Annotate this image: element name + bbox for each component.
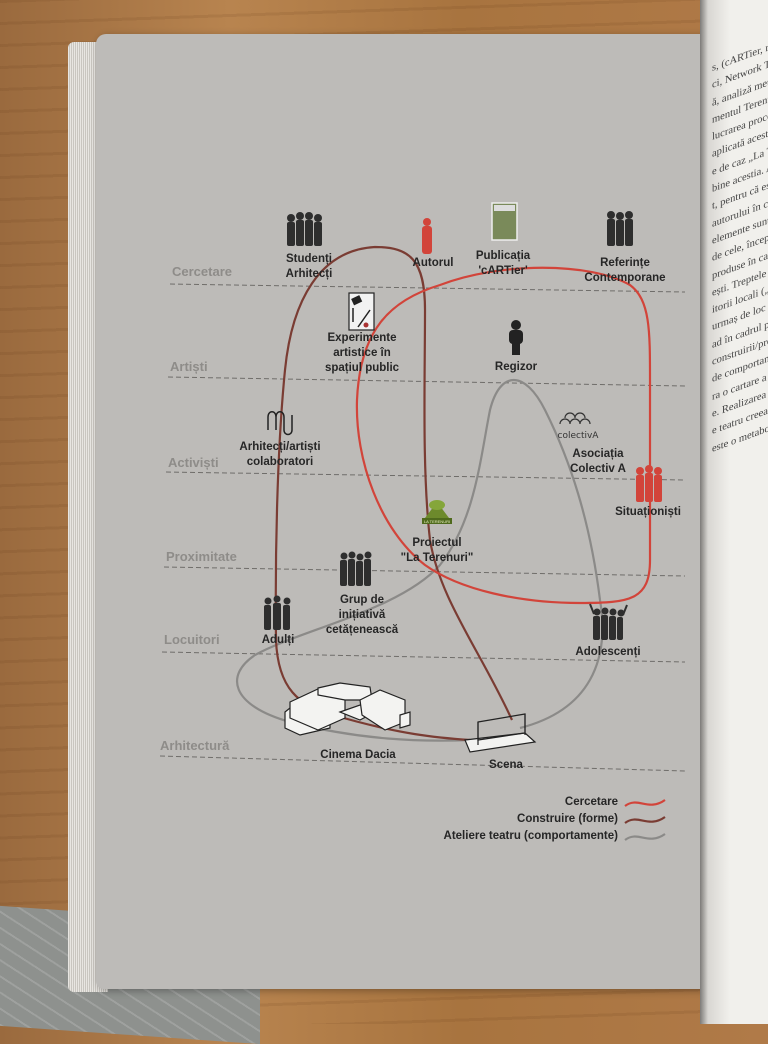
level-label-arhitectura: Arhitectură bbox=[160, 738, 230, 753]
level-label-cercetare: Cercetare bbox=[172, 264, 232, 279]
node-regizor: Regizor bbox=[494, 361, 538, 373]
adolescenti-people-icon bbox=[589, 603, 628, 640]
book-page bbox=[96, 34, 706, 989]
cercetare-path bbox=[355, 266, 652, 605]
grup-people-icon bbox=[340, 551, 372, 586]
scena-stage-icon bbox=[464, 713, 537, 753]
autorul-person-icon bbox=[422, 218, 432, 254]
level-label-locuitori: Locuitori bbox=[164, 632, 220, 647]
legend-ateliere-teatru: Ateliere teatru (comportamente) bbox=[443, 830, 618, 842]
construire-path bbox=[274, 245, 514, 742]
level-label-artisti: Artiști bbox=[170, 359, 208, 374]
level-label-activisti: Activiști bbox=[168, 455, 219, 470]
node-proiectul-la-terenuri: Proiectul"La Terenuri" bbox=[400, 537, 474, 564]
la-terenuri-logo-text: LA TERENURI bbox=[424, 519, 450, 524]
la-terenuri-logo-icon bbox=[422, 500, 452, 524]
experimente-sign-icon bbox=[348, 292, 375, 331]
referinte-people-icon bbox=[607, 211, 633, 246]
colectiva-logo-text: colectivA bbox=[558, 431, 600, 441]
cinema-dacia-building-icon bbox=[284, 682, 411, 736]
regizor-person-icon bbox=[509, 320, 523, 355]
colectiva-logo-icon bbox=[559, 412, 591, 425]
situationisti-people-icon bbox=[636, 465, 662, 502]
ateliere-teatru-path bbox=[236, 379, 604, 742]
legend-swatch-ateliere bbox=[624, 833, 666, 841]
node-adulti: Adulți bbox=[261, 634, 295, 646]
legend-swatch-cercetare bbox=[624, 799, 666, 807]
node-scena: Scena bbox=[489, 759, 523, 771]
publicatia-cover-icon bbox=[491, 202, 518, 241]
arhitecti-logo-icon bbox=[267, 411, 293, 436]
node-publicatia-cartier: Publicația'cARTier' bbox=[475, 250, 531, 277]
facing-page bbox=[700, 0, 768, 1024]
studenti-people-icon bbox=[287, 212, 322, 246]
level-label-proximitate: Proximitate bbox=[166, 549, 237, 564]
node-cinema-dacia: Cinema Dacia bbox=[320, 749, 396, 761]
node-situationisti: Situaționiști bbox=[615, 506, 681, 518]
node-autorul: Autorul bbox=[412, 257, 454, 269]
level-line-proximitate bbox=[163, 566, 686, 577]
level-line-artisti bbox=[167, 376, 686, 387]
node-adolescenti: Adolescenți bbox=[575, 646, 641, 658]
adulti-people-icon bbox=[264, 595, 291, 630]
legend-construire: Construire (forme) bbox=[517, 813, 618, 825]
level-line-arhitectura bbox=[159, 755, 686, 772]
legend-cercetare: Cercetare bbox=[564, 796, 618, 808]
level-line-cercetare bbox=[169, 283, 686, 293]
legend-swatch-construire bbox=[624, 816, 666, 824]
